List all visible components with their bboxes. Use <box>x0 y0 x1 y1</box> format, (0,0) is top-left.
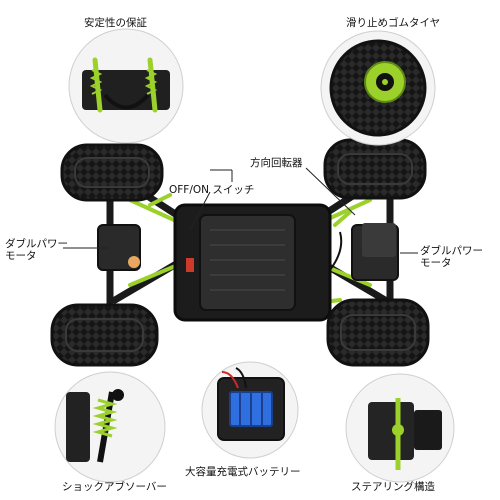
front-left-wheel <box>60 143 164 202</box>
label-steering-rotor: 方向回転器 <box>250 157 303 169</box>
leader-lines <box>63 167 418 254</box>
label-anti-slip-tire: 滑り止めゴムタイヤ <box>346 17 441 29</box>
power-switch-icon <box>186 258 194 272</box>
steering-servo <box>362 223 396 257</box>
label-stability: 安定性の保証 <box>84 17 147 29</box>
rear-left-wheel <box>50 303 159 367</box>
battery-cover <box>199 214 296 311</box>
cover-ribs <box>210 229 285 291</box>
callout-shock <box>54 371 166 483</box>
label-battery: 大容量充電式バッテリー <box>185 466 301 478</box>
antenna-wire <box>329 231 343 271</box>
callout-tire <box>320 30 436 146</box>
callout-battery <box>201 361 299 459</box>
rear-right-wheel <box>326 298 430 367</box>
label-shock-absorber: ショックアブソーバー <box>62 481 167 493</box>
label-dual-motor-right: ダブルパワー モータ <box>420 245 483 269</box>
label-power-switch: OFF/ON スイッチ <box>169 184 255 196</box>
front-right-wheel <box>323 138 427 200</box>
left-motor-gear-icon <box>128 256 140 268</box>
label-steering-structure: ステアリング構造 <box>351 481 435 493</box>
callout-stability <box>68 28 184 144</box>
label-dual-motor-left: ダブルパワー モータ <box>5 238 68 262</box>
callout-steering <box>345 373 455 483</box>
